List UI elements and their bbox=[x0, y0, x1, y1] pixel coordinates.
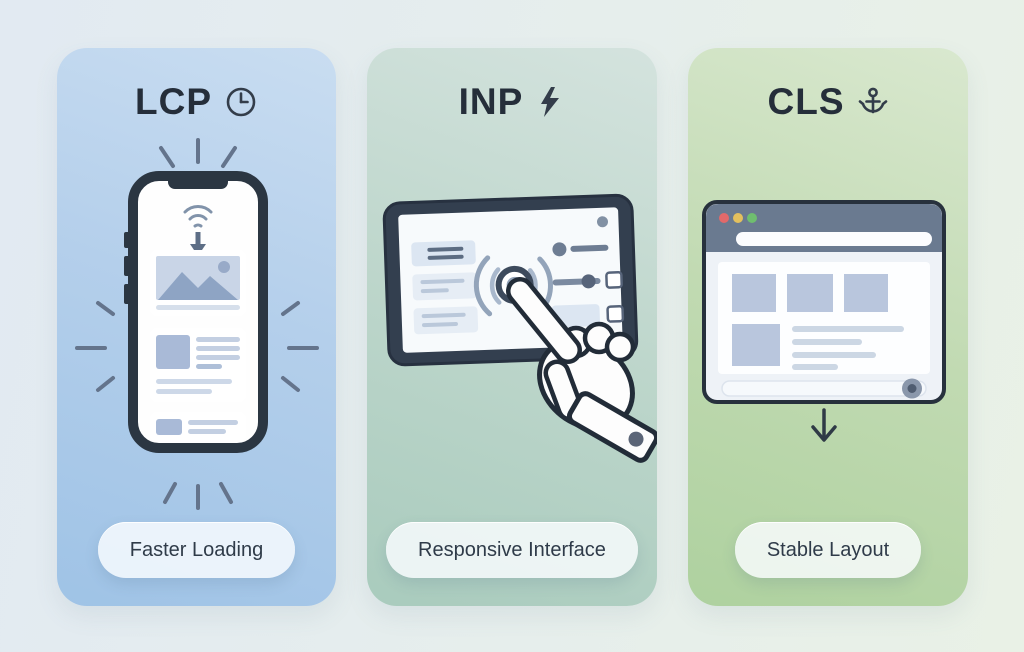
cls-label-pill: Stable Layout bbox=[734, 522, 922, 578]
lcp-title: LCP bbox=[135, 81, 212, 122]
tablet-menu bbox=[411, 240, 479, 335]
phone-side-button bbox=[123, 284, 130, 304]
progress-bar bbox=[721, 378, 927, 399]
inp-label-pill: Responsive Interface bbox=[386, 522, 638, 578]
layout-blocks bbox=[732, 274, 904, 370]
card-lcp: LCP bbox=[57, 48, 336, 606]
tablet-frame bbox=[382, 193, 639, 367]
wifi-icon bbox=[183, 205, 212, 228]
traffic-light-green bbox=[747, 213, 757, 223]
speed-lines bbox=[74, 138, 319, 510]
hero-image-card bbox=[149, 250, 246, 316]
cls-title: CLS bbox=[767, 81, 845, 122]
anchor-icon bbox=[857, 85, 889, 119]
list-item-card bbox=[149, 412, 246, 442]
inp-title-row: INP bbox=[459, 76, 566, 128]
clock-icon bbox=[224, 85, 258, 119]
card-inp: INP bbox=[367, 48, 657, 606]
url-bar bbox=[736, 232, 932, 246]
inp-title: INP bbox=[458, 81, 524, 122]
cls-title-row: CLS bbox=[768, 76, 889, 128]
phone-side-button bbox=[123, 256, 130, 276]
vitals-cards: LCP bbox=[57, 48, 968, 606]
content-card bbox=[149, 328, 246, 402]
card-cls: CLS bbox=[688, 48, 968, 606]
tablet-controls bbox=[551, 242, 625, 328]
browser-stable-illustration bbox=[688, 128, 968, 522]
lightning-icon bbox=[535, 85, 565, 119]
traffic-light-yellow bbox=[733, 213, 743, 223]
hand-cuff bbox=[566, 391, 657, 463]
tablet-camera bbox=[597, 216, 609, 228]
lcp-title-row: LCP bbox=[135, 76, 258, 128]
tablet-tap-illustration bbox=[367, 128, 657, 522]
down-arrow-icon bbox=[811, 408, 837, 442]
lcp-label-pill: Faster Loading bbox=[97, 522, 296, 578]
traffic-light-red bbox=[719, 213, 729, 223]
phone-loading-illustration bbox=[57, 128, 336, 522]
phone-notch bbox=[167, 174, 228, 189]
tapping-hand-cursor bbox=[506, 277, 657, 463]
phone-side-button bbox=[123, 232, 130, 248]
